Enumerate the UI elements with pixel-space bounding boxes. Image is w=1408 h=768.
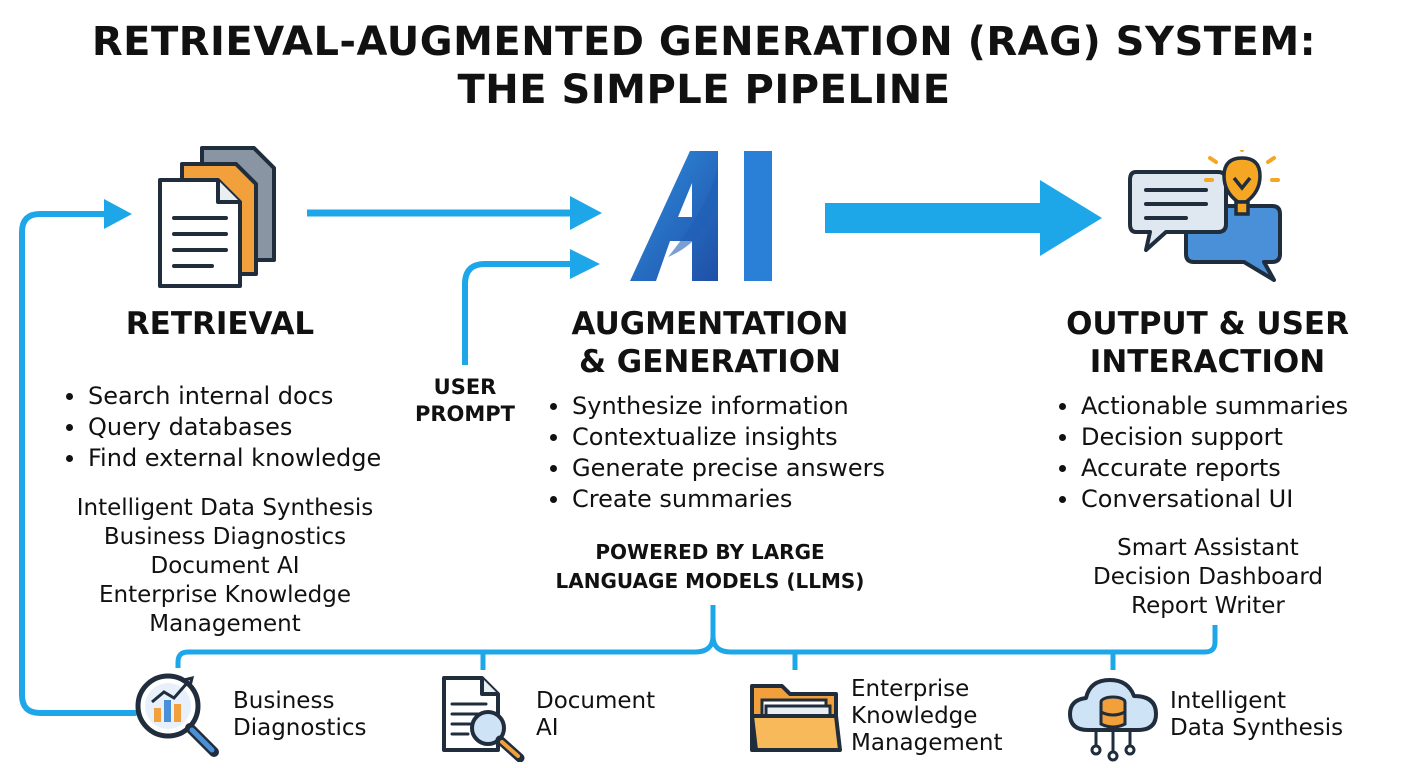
app-label-line: Enterprise [851, 676, 970, 702]
analytics-magnifier-icon [135, 673, 219, 757]
app-label-line: Management [851, 730, 1003, 756]
list-item: Contextualize insights [546, 422, 885, 453]
app-label-line: Intelligent [1170, 688, 1287, 714]
list-item: Synthesize information [546, 391, 885, 422]
augmentation-title-line-1: AUGMENTATION [571, 306, 849, 342]
list-item: Smart Assistant [1117, 535, 1299, 561]
feedback-arrowhead [104, 199, 132, 229]
app-label-line: Knowledge [851, 703, 978, 729]
folder-icon [750, 684, 842, 752]
retrieval-title: RETRIEVAL [70, 305, 370, 343]
retrieval-title-text: RETRIEVAL [125, 306, 315, 342]
list-item: Document AI [150, 553, 300, 579]
feedback-loop-line [19, 211, 138, 716]
title-line-2: THE SIMPLE PIPELINE [457, 67, 951, 113]
list-item: Decision support [1055, 422, 1348, 453]
list-item: Conversational UI [1055, 484, 1348, 515]
user-prompt-line-1: USER [433, 375, 497, 399]
app-intelligent-data-synthesis: Intelligent Data Synthesis [1170, 688, 1343, 742]
app-label-line: AI [536, 715, 559, 741]
list-item: Report Writer [1131, 593, 1285, 619]
app-label-line: Data Synthesis [1170, 715, 1344, 741]
app-label-line: Diagnostics [233, 715, 367, 741]
user-prompt-label: USER PROMPT [405, 374, 525, 428]
applications-bracket [175, 605, 1218, 668]
output-title-line-2: INTERACTION [1089, 344, 1326, 380]
list-item: Accurate reports [1055, 453, 1348, 484]
list-item: Decision Dashboard [1092, 564, 1323, 590]
output-bullets: Actionable summaries Decision support Ac… [1055, 391, 1348, 515]
title-line-1: RETRIEVAL-AUGMENTED GENERATION (RAG) SYS… [91, 19, 1317, 65]
list-item: Enterprise Knowledge [98, 582, 352, 608]
output-apps: Smart Assistant Decision Dashboard Repor… [1058, 534, 1358, 621]
document-search-icon [442, 676, 525, 762]
llm-label-line-2: LANGUAGE MODELS (LLMS) [555, 569, 865, 593]
user-prompt-arrowhead [570, 249, 600, 279]
retrieval-bullets: Search internal docs Query databases Fin… [62, 381, 381, 474]
retrieval-to-ai-arrowhead [570, 196, 602, 230]
ai-to-output-arrow [825, 180, 1102, 256]
retrieval-apps: Intelligent Data Synthesis Business Diag… [45, 494, 405, 639]
ai-logo-icon [630, 151, 772, 281]
list-item: Generate precise answers [546, 453, 885, 484]
app-document-ai: Document AI [536, 688, 655, 742]
cloud-database-icon [1068, 678, 1158, 762]
app-business-diagnostics: Business Diagnostics [233, 688, 366, 742]
list-item: Find external knowledge [62, 443, 381, 474]
list-item: Create summaries [546, 484, 885, 515]
list-item: Search internal docs [62, 381, 381, 412]
app-label-line: Business [233, 688, 335, 714]
user-prompt-line [462, 261, 575, 365]
list-item: Actionable summaries [1055, 391, 1348, 422]
llm-powered-label: POWERED BY LARGE LANGUAGE MODELS (LLMS) [520, 538, 900, 596]
list-item: Intelligent Data Synthesis [76, 495, 374, 521]
llm-label-line-1: POWERED BY LARGE [595, 540, 825, 564]
list-item: Management [149, 611, 301, 637]
list-item: Query databases [62, 412, 381, 443]
documents-stack-icon [158, 146, 276, 288]
augmentation-title: AUGMENTATION & GENERATION [530, 305, 890, 381]
app-enterprise-knowledge: Enterprise Knowledge Management [851, 676, 1003, 757]
chat-bulb-icon [1128, 150, 1282, 282]
list-item: Business Diagnostics [103, 524, 347, 550]
user-prompt-line-2: PROMPT [414, 402, 516, 426]
output-title-line-1: OUTPUT & USER [1066, 306, 1349, 342]
augmentation-title-line-2: & GENERATION [578, 344, 841, 380]
page-title: RETRIEVAL-AUGMENTED GENERATION (RAG) SYS… [0, 18, 1408, 114]
app-label-line: Document [536, 688, 656, 714]
output-title: OUTPUT & USER INTERACTION [1035, 305, 1380, 381]
augmentation-bullets: Synthesize information Contextualize ins… [546, 391, 885, 515]
